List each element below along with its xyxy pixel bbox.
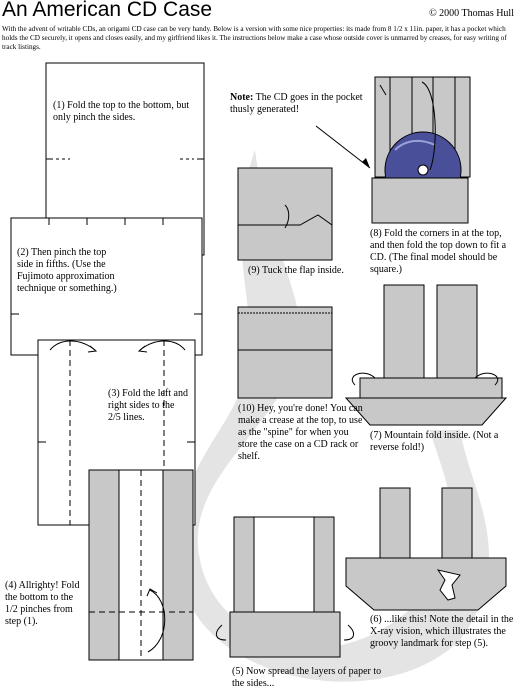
- step7-caption: (7) Mountain fold inside. (Not a reverse…: [370, 430, 499, 453]
- step9-shape: [237, 167, 333, 261]
- step7-shape: [344, 284, 508, 426]
- step10-caption: (10) Hey, you're done! You can make a cr…: [238, 403, 363, 462]
- step8-caption: (8) Fold the corners in at the top, and …: [370, 228, 507, 275]
- step1-caption: (1) Fold the top to the bottom, but only…: [53, 100, 190, 123]
- note-label: Note:: [230, 92, 254, 103]
- step2-caption: (2) Then pinch the top side in fifths. (…: [17, 247, 117, 294]
- step4-caption: (4) Allrighty! Fold the bottom to the 1/…: [5, 580, 80, 627]
- note-block: Note: The CD goes in the pocket thusly g…: [230, 92, 370, 116]
- note-text: The CD goes in the pocket thusly generat…: [230, 92, 363, 115]
- copyright: © 2000 Thomas Hull: [429, 8, 514, 19]
- step6-shape: [345, 487, 507, 611]
- step5-caption: (5) Now spread the layers of paper to th…: [232, 666, 382, 689]
- step8-shape: [371, 76, 471, 224]
- step10-shape: [237, 306, 333, 399]
- step5-shape: [216, 516, 354, 658]
- step6-caption: (6) ...like this! Note the detail in the…: [370, 614, 514, 649]
- intro-text: With the advent of writable CDs, an orig…: [2, 25, 507, 51]
- step9-caption: (9) Tuck the flap inside.: [248, 265, 344, 276]
- step2-sheet: [10, 217, 203, 356]
- step3-caption: (3) Fold the left and right sides to the…: [108, 388, 188, 423]
- page-title: An American CD Case: [2, 0, 213, 21]
- background-swoosh: [179, 150, 490, 682]
- note-arrow: [315, 125, 371, 169]
- step4-sheet: [88, 469, 194, 661]
